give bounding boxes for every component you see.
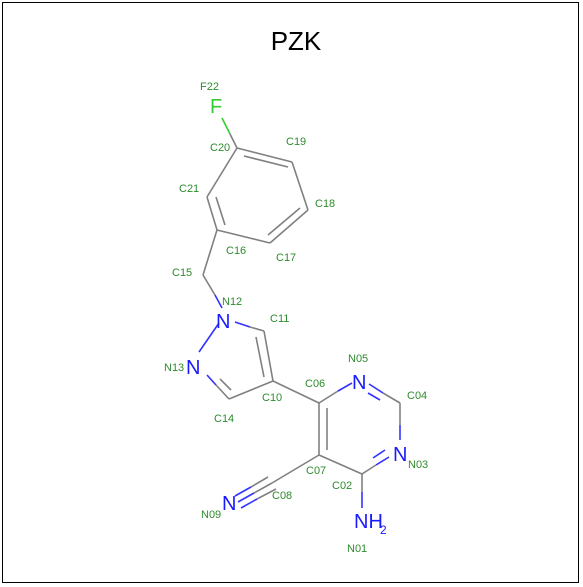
- element-n03: N: [393, 444, 407, 466]
- atom-label-c17: C17: [276, 252, 296, 264]
- atom-label-n12: N12: [222, 296, 242, 308]
- bond-c20-c19: [236, 147, 293, 163]
- bond-f22-c20: [221, 117, 231, 135]
- atom-label-n03: N03: [408, 459, 428, 471]
- bond-c19-c18: [291, 161, 309, 211]
- bond-c02-c07: [318, 454, 363, 475]
- bond-c18-c17-inner: [267, 207, 301, 236]
- bond-c16-c21-inner: [215, 196, 226, 226]
- atom-label-c21: C21: [179, 183, 199, 195]
- atom-label-c04: C04: [407, 390, 427, 402]
- bond-f22-c20b: [229, 133, 238, 149]
- atom-label-f22: F22: [200, 81, 219, 93]
- bond-c08-n09-3: [256, 488, 277, 500]
- bond-n13-n12: [198, 322, 220, 353]
- atom-label-c06: C06: [305, 378, 325, 390]
- bond-c08-n09-2b: [234, 486, 252, 497]
- bond-c08-n09-1b: [237, 492, 255, 503]
- bond-n03-c02a: [375, 456, 390, 466]
- atom-label-c19: C19: [286, 136, 306, 148]
- atom-label-n13: N13: [164, 362, 184, 374]
- element-n01-subscript: 2: [380, 523, 387, 537]
- bond-c20-c19-inner: [243, 155, 289, 168]
- bond-c08-n09-3b: [240, 498, 258, 509]
- bond-n03-c02b: [361, 464, 377, 475]
- element-n13: N: [186, 357, 200, 379]
- element-f22: F: [210, 96, 222, 118]
- bond-c06-n05b: [337, 382, 353, 392]
- atom-label-c14: C14: [214, 413, 234, 425]
- bond-c14-n13-inner: [219, 378, 232, 391]
- bond-c15-n12: [202, 274, 216, 296]
- bond-c10-c06: [272, 380, 320, 404]
- bond-c14-n13a: [215, 384, 230, 400]
- element-n09: N: [222, 493, 236, 515]
- atom-label-c18: C18: [315, 198, 335, 210]
- atom-label-c07: C07: [306, 465, 326, 477]
- bond-c11-c10: [263, 330, 274, 382]
- bond-c21-c20: [206, 147, 238, 198]
- bond-c08-n09-1: [253, 482, 273, 494]
- atom-label-c02: C02: [332, 480, 352, 492]
- atom-label-c10: C10: [262, 392, 282, 404]
- bond-c16-c15: [202, 229, 218, 276]
- bond-c11-c10-inner: [255, 336, 265, 378]
- bond-c14-n13b: [206, 374, 217, 386]
- atom-label-c16: C16: [226, 245, 246, 257]
- element-n05: N: [352, 372, 366, 394]
- molecule-title: PZK: [271, 26, 322, 56]
- element-n12: N: [216, 311, 230, 333]
- bond-c07-c08: [271, 454, 320, 484]
- bond-c18-c17: [269, 209, 309, 244]
- atom-label-n05: N05: [348, 353, 368, 365]
- bond-n05-c04b: [382, 392, 401, 404]
- bond-c17-c16: [216, 229, 271, 244]
- structure-panel: [2, 2, 579, 583]
- bond-c10-c14: [228, 380, 274, 400]
- bond-n12-c11a: [234, 321, 251, 328]
- atom-label-c08: C08: [272, 490, 292, 502]
- atom-label-n09: N09: [201, 509, 221, 521]
- atom-label-c20: C20: [210, 142, 230, 154]
- bond-n05-c04a: [368, 383, 384, 394]
- element-n01: NH: [354, 511, 383, 533]
- bond-n05-c04-inner: [367, 392, 381, 401]
- atom-label-c15: C15: [172, 267, 192, 279]
- bond-c08-n09-2: [250, 476, 269, 488]
- atom-label-c11: C11: [270, 313, 289, 325]
- bond-n12-c11b: [249, 326, 265, 332]
- atom-label-n01: N01: [347, 543, 367, 555]
- bond-c06-n05a: [318, 390, 339, 404]
- bond-n03-c02-inner: [372, 449, 386, 459]
- bond-c15-n12b: [214, 294, 223, 309]
- bond-c16-c21: [206, 196, 218, 231]
